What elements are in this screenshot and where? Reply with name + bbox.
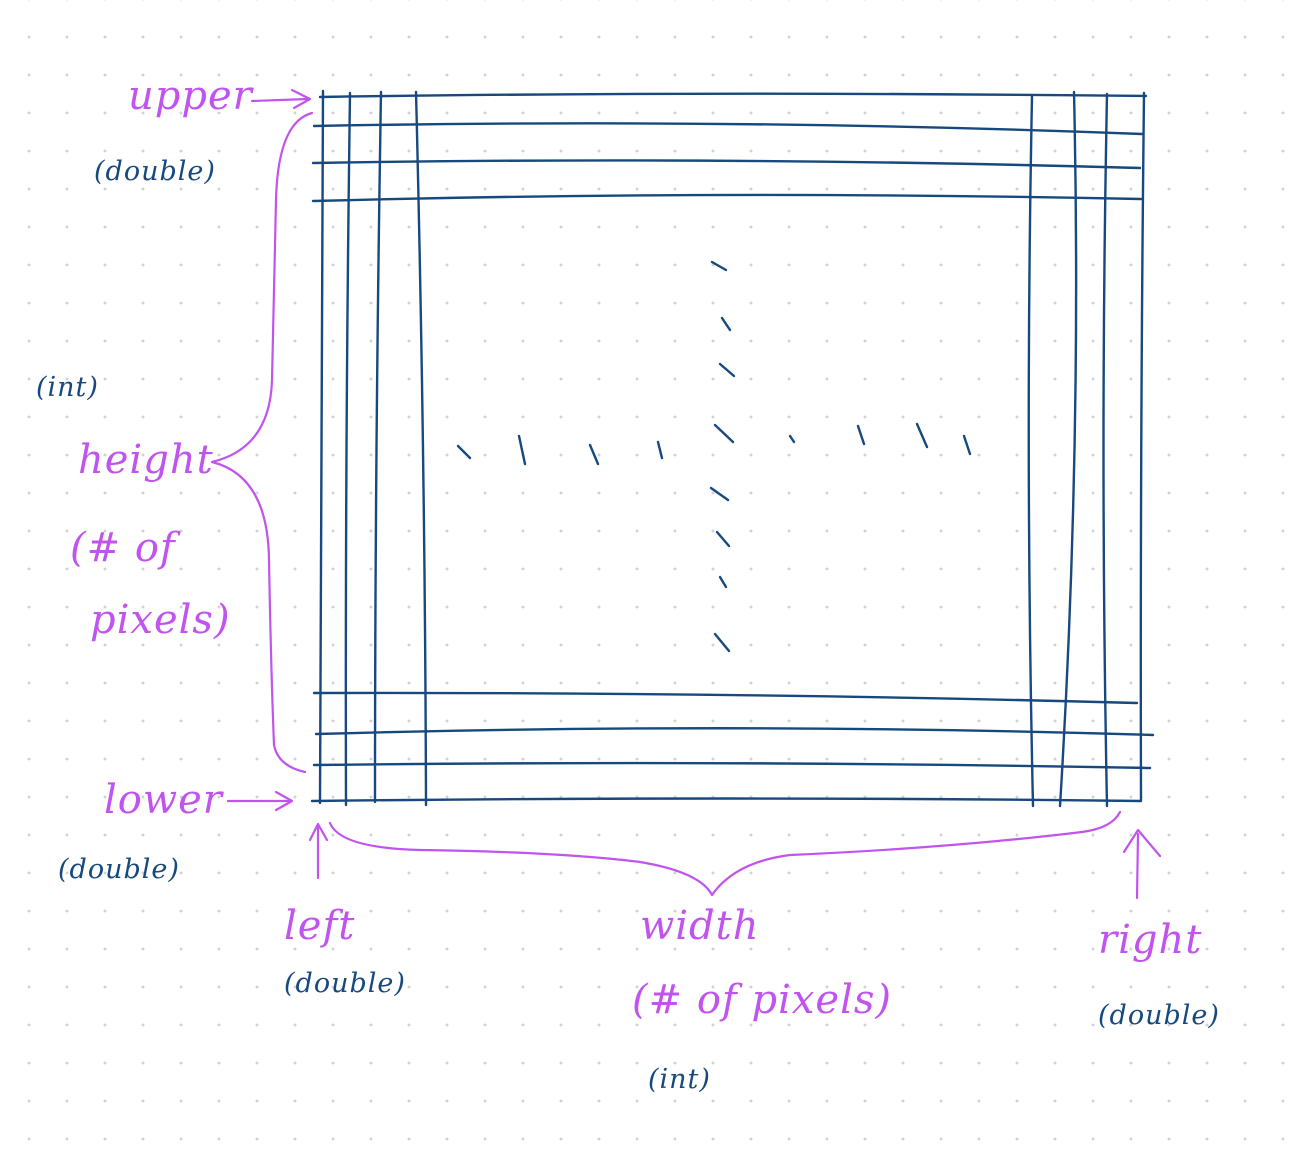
right-arrow-head bbox=[1122, 828, 1162, 858]
right-type-label: (double) bbox=[1098, 1000, 1220, 1031]
lower-type-label: (double) bbox=[58, 854, 180, 885]
height-type-label: (int) bbox=[36, 372, 99, 403]
upper-type-label: (double) bbox=[94, 156, 216, 187]
left-label: left bbox=[284, 903, 356, 949]
right-grid-line-1 bbox=[1027, 94, 1035, 808]
top-grid-line-4 bbox=[311, 193, 1143, 203]
horizontal-ellipsis-tick bbox=[856, 424, 866, 446]
left-arrow-head bbox=[308, 822, 329, 842]
horizontal-ellipsis-tick bbox=[456, 444, 472, 460]
width-label: width bbox=[640, 903, 760, 949]
horizontal-ellipsis-tick bbox=[788, 434, 796, 444]
bottom-grid-line-4 bbox=[310, 797, 1143, 803]
lower-arrow-head bbox=[274, 790, 294, 812]
right-grid-line-3 bbox=[1102, 92, 1109, 808]
left-grid-line-4 bbox=[414, 90, 428, 807]
bottom-grid-line-2 bbox=[314, 727, 1155, 737]
horizontal-ellipsis-tick bbox=[656, 440, 664, 460]
upper-label: upper bbox=[128, 73, 253, 119]
right-grid-line-4 bbox=[1139, 91, 1146, 802]
annotations bbox=[210, 88, 1162, 900]
height-label: height bbox=[78, 437, 214, 483]
top-grid-line-1 bbox=[318, 92, 1148, 99]
height-desc-line-2: pixels) bbox=[90, 597, 231, 643]
height-brace bbox=[210, 111, 314, 774]
left-type-label: (double) bbox=[284, 968, 406, 999]
right-grid-line-2 bbox=[1058, 90, 1078, 808]
vertical-ellipsis-tick bbox=[710, 260, 728, 272]
width-desc-label: (# of pixels) bbox=[632, 977, 892, 1023]
height-desc-line-1: (# of bbox=[70, 525, 176, 571]
right-arrow bbox=[1135, 832, 1140, 900]
right-label: right bbox=[1098, 917, 1203, 963]
vertical-ellipsis-tick bbox=[709, 486, 730, 502]
top-grid-line-3 bbox=[311, 159, 1142, 170]
left-grid-line-3 bbox=[373, 90, 383, 804]
width-type-label: (int) bbox=[648, 1064, 711, 1095]
vertical-ellipsis-tick bbox=[715, 530, 731, 548]
left-grid-line-1 bbox=[318, 89, 325, 805]
top-grid-line-2 bbox=[312, 122, 1144, 136]
vertical-ellipsis-tick bbox=[718, 362, 736, 378]
left-grid-line-2 bbox=[344, 91, 352, 807]
bottom-grid-line-1 bbox=[312, 691, 1139, 705]
horizontal-ellipsis-tick bbox=[915, 422, 929, 449]
horizontal-ellipsis-tick bbox=[588, 443, 600, 466]
width-brace bbox=[328, 810, 1122, 897]
bottom-grid-line-3 bbox=[312, 761, 1152, 770]
vertical-ellipsis-tick bbox=[718, 575, 728, 589]
grid-lines bbox=[310, 89, 1155, 808]
vertical-ellipsis-tick bbox=[713, 423, 735, 444]
lower-label: lower bbox=[104, 777, 223, 823]
vertical-ellipsis-tick bbox=[713, 632, 731, 653]
vertical-ellipsis-tick bbox=[720, 316, 732, 332]
upper-arrow bbox=[250, 97, 310, 103]
upper-arrow-head bbox=[290, 88, 312, 110]
continuation-ticks bbox=[456, 260, 972, 653]
horizontal-ellipsis-tick bbox=[962, 434, 972, 456]
horizontal-ellipsis-tick bbox=[517, 434, 527, 466]
